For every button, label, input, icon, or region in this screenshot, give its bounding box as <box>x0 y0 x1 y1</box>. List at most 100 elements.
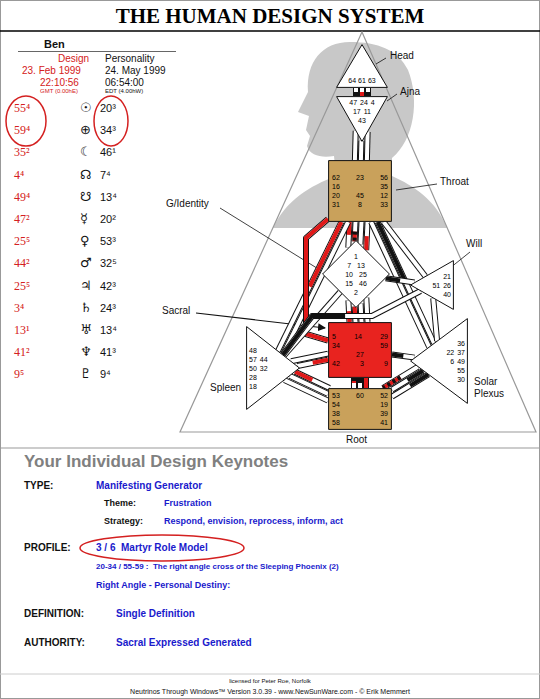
gate-row: 649 <box>450 357 465 366</box>
channel-outline <box>352 131 359 160</box>
channel-outline <box>351 378 357 388</box>
channel-line <box>392 355 415 358</box>
chart-name: Ben <box>44 38 65 51</box>
gate-number: 58 <box>332 418 340 427</box>
channel-line <box>354 222 356 241</box>
gate-activation: 25⁵ <box>14 234 30 248</box>
field-value: 20-34 / 55-59 : The right angle cross of… <box>96 562 339 572</box>
channel-line <box>360 141 362 160</box>
gate-row: 47244 <box>349 98 375 107</box>
gate-number: 45 <box>356 191 364 200</box>
gate-activation: 41² <box>14 345 30 359</box>
table-rule <box>18 51 176 52</box>
gate-number: 47 <box>349 98 357 107</box>
gate-activation: 25⁵ <box>14 279 30 293</box>
center-name: G/Identity <box>166 198 209 210</box>
planet-symbol: ☿ <box>80 211 88 227</box>
gate-number: 49 <box>457 357 465 366</box>
gate-number: 17 <box>353 107 361 116</box>
gate-number: 25 <box>359 270 367 279</box>
gate-activation-line <box>313 360 328 363</box>
gate-number: 14 <box>354 332 362 341</box>
gate-activation: 44² <box>14 256 30 270</box>
center-shape <box>411 319 468 404</box>
gate-number: 27 <box>356 350 364 359</box>
gate-activation: 46¹ <box>100 146 116 159</box>
planet-symbol: ☾ <box>80 144 92 160</box>
gate-number: 36 <box>457 339 465 348</box>
gate-row: 31833 <box>332 200 388 209</box>
gate-number: 52 <box>380 391 388 400</box>
gate-activation-line <box>353 232 357 242</box>
gate-number: 64 <box>348 76 356 85</box>
channel-outline <box>359 88 365 96</box>
gate-row: 40 <box>443 290 451 299</box>
channel-line <box>366 132 368 160</box>
gate-activation-line <box>386 278 400 280</box>
gate-activation-stripe <box>352 378 356 383</box>
channel-fill <box>360 88 364 96</box>
gate-number: 60 <box>356 391 364 400</box>
center-outline <box>322 240 390 308</box>
gate-row: 622356 <box>332 173 388 182</box>
center-triangle: 47244171143 <box>336 96 388 142</box>
gate-activation-line <box>358 378 362 383</box>
gate-number: 33 <box>380 200 388 209</box>
channel-fill <box>297 360 328 366</box>
channel-line <box>297 360 328 366</box>
channel-fill <box>354 88 358 96</box>
center-shape <box>411 261 454 310</box>
leader-line <box>396 184 437 190</box>
channel-outline <box>386 278 415 282</box>
gate-number: 3 <box>360 359 364 368</box>
field-name: Theme: <box>104 498 136 509</box>
gate-activation: 42³ <box>100 280 116 293</box>
field-name: Strategy: <box>104 516 143 527</box>
gate-number: 63 <box>368 76 376 85</box>
channel-outline <box>353 88 359 96</box>
gate-number: 55 <box>457 366 465 375</box>
channel-line <box>368 88 369 96</box>
gate-number: 42 <box>332 359 340 368</box>
planet-symbol: ☊ <box>80 167 92 183</box>
channel-line <box>285 380 329 401</box>
gate-activation: 13⁴ <box>100 324 117 337</box>
gate-row: 713 <box>347 261 365 270</box>
gate-number: 32 <box>260 364 268 373</box>
gate-number: 51 <box>432 281 440 290</box>
gate-row: 48 <box>249 346 257 355</box>
gate-row: 55 <box>457 366 465 375</box>
gate-activation-line <box>364 383 368 388</box>
gate-number: 7 <box>347 261 351 270</box>
gate-activation: 55⁴ <box>14 101 30 115</box>
center-diamond: 1713102515462 <box>322 240 390 308</box>
field-value: Right Angle - Personal Destiny: <box>96 580 230 591</box>
zone-text: EDT (4.00hW) <box>105 88 143 95</box>
channel-fill <box>386 278 415 282</box>
center-outline <box>328 322 392 378</box>
channel-line <box>356 88 357 96</box>
gate-number: 59 <box>380 341 388 350</box>
gate-row: 5744 <box>249 355 268 364</box>
channel-line <box>354 378 355 388</box>
gate-number: 35 <box>380 182 388 191</box>
zone-text: GMT (0.00hE) <box>40 88 78 95</box>
leader-line <box>387 94 397 101</box>
field-name: TYPE: <box>24 480 53 492</box>
field-name: AUTHORITY: <box>24 637 85 649</box>
channel-outline <box>358 303 365 322</box>
gate-activation: 53³ <box>100 235 116 248</box>
gate-row: 28 <box>249 373 257 382</box>
field-name: PROFILE: <box>24 542 71 554</box>
center-shape <box>323 241 390 308</box>
gate-number: 6 <box>450 357 454 366</box>
gate-activation: 35² <box>14 145 30 159</box>
gate-activation: 9⁴ <box>100 368 111 381</box>
channel-outline <box>352 222 359 241</box>
gate-row: 30 <box>457 375 465 384</box>
column-head: Design <box>58 53 89 65</box>
gate-number: 19 <box>380 400 388 409</box>
center-square: 622356163520451231833 <box>328 160 392 222</box>
gate-number: 30 <box>457 375 465 384</box>
channel-fill <box>360 222 361 244</box>
